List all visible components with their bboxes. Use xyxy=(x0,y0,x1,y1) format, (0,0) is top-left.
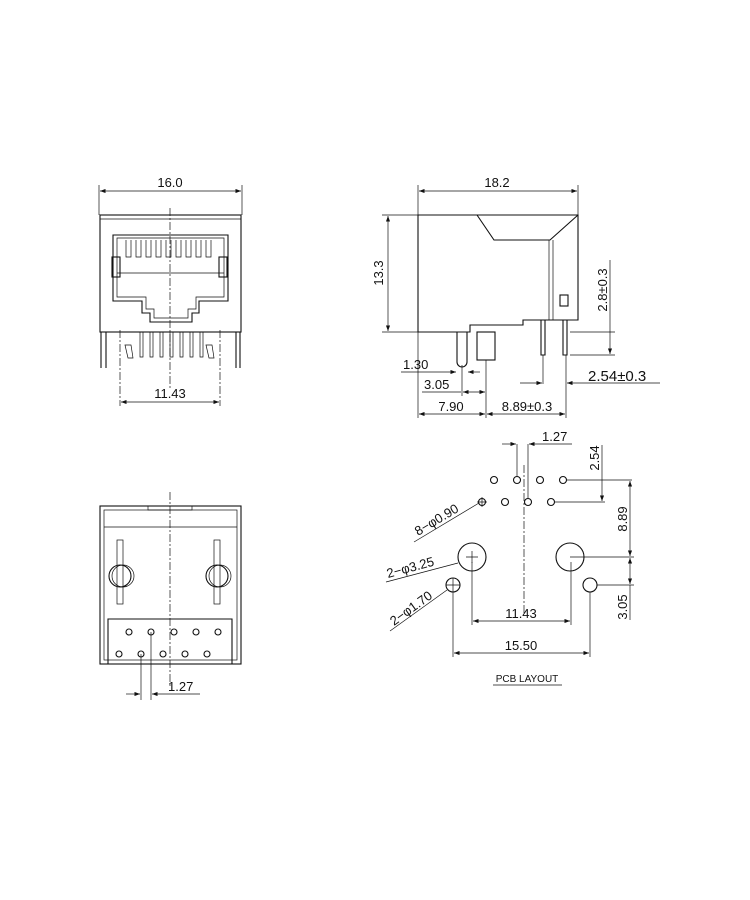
side-peg-dim: 1.30 xyxy=(403,357,428,372)
back-pin-holes xyxy=(115,628,222,658)
side-pin-offset-dim: 8.89±0.3 xyxy=(502,399,553,414)
pcb-layout-title: PCB LAYOUT xyxy=(496,674,559,685)
front-pin-span-dim: 11.43 xyxy=(154,386,186,401)
pcb-peg-hole-callout: 2−φ1.70 xyxy=(387,588,435,629)
side-depth-dim: 18.2 xyxy=(484,175,509,190)
front-width-dim: 16.0 xyxy=(157,175,182,190)
pcb-small-holes xyxy=(477,475,568,507)
pcb-post-span-dim: 11.43 xyxy=(505,606,537,621)
pcb-peg-span-dim: 15.50 xyxy=(505,638,538,653)
front-view: 16.0 11.43 xyxy=(98,175,243,406)
pcb-post-hole-callout: 2−φ3.25 xyxy=(385,554,436,581)
back-view: 1.27 xyxy=(99,492,242,700)
side-pin-pitch-dim: 2.54±0.3 xyxy=(588,368,646,385)
side-pin-length-dim: 2.8±0.3 xyxy=(595,268,610,311)
pcb-post-to-peg-dim: 3.05 xyxy=(615,594,630,619)
pcb-small-hole-callout: 8−φ0.90 xyxy=(412,501,461,539)
pcb-row-dim: 2.54 xyxy=(587,445,602,470)
front-pins xyxy=(100,332,241,368)
pcb-row-to-post-dim: 8.89 xyxy=(615,506,630,531)
back-pin-pitch-dim: 1.27 xyxy=(168,679,193,694)
side-height-dim: 13.3 xyxy=(371,260,386,285)
side-peg-offset-dim: 3.05 xyxy=(424,377,449,392)
front-contacts xyxy=(125,240,212,258)
pcb-layout: 1.27 2.54 8.89 3.05 11.43 15.50 8−φ0.90 … xyxy=(385,429,634,686)
pcb-pitch-dim: 1.27 xyxy=(542,429,567,444)
side-view: 18.2 13.3 2.8±0.3 1.30 3.05 7.90 8.89±0.… xyxy=(371,175,660,418)
side-post-offset-dim: 7.90 xyxy=(438,399,463,414)
